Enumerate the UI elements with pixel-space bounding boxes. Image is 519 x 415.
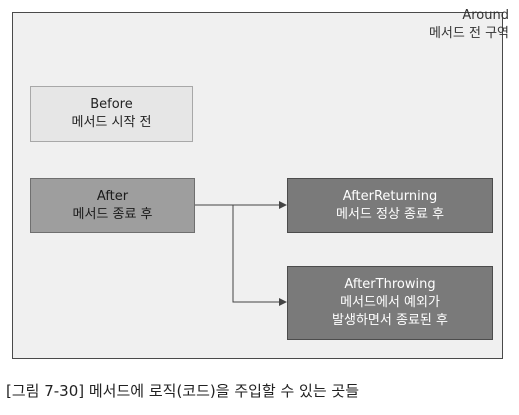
figure-caption: [그림 7-30] 메서드에 로직(코드)을 주입할 수 있는 곳들: [6, 382, 360, 400]
around-title: Around: [462, 8, 509, 23]
after-throwing-box: AfterThrowing 메서드에서 예외가 발생하면서 종료된 후: [287, 266, 493, 340]
after-box: After 메서드 종료 후: [30, 178, 195, 233]
before-subtitle: 메서드 시작 전: [71, 115, 152, 130]
after-throwing-line3: 발생하면서 종료된 후: [332, 313, 448, 328]
after-returning-title: AfterReturning: [342, 188, 438, 204]
after-throwing-title: AfterThrowing: [344, 277, 436, 292]
arrow-after-to-afterthrowing: [232, 205, 287, 306]
after-title: After: [96, 188, 129, 204]
after-subtitle: 메서드 종료 후: [72, 206, 153, 222]
before-box: Before 메서드 시작 전: [30, 86, 193, 142]
after-throwing-line2: 메서드에서 예외가: [340, 295, 440, 310]
after-returning-box: AfterReturning 메서드 정상 종료 후: [287, 178, 493, 233]
before-title: Before: [90, 97, 133, 112]
around-subtitle: 메서드 전 구역: [428, 26, 509, 41]
around-label: Around 메서드 전 구역: [429, 7, 509, 43]
after-returning-subtitle: 메서드 정상 종료 후: [335, 206, 445, 222]
